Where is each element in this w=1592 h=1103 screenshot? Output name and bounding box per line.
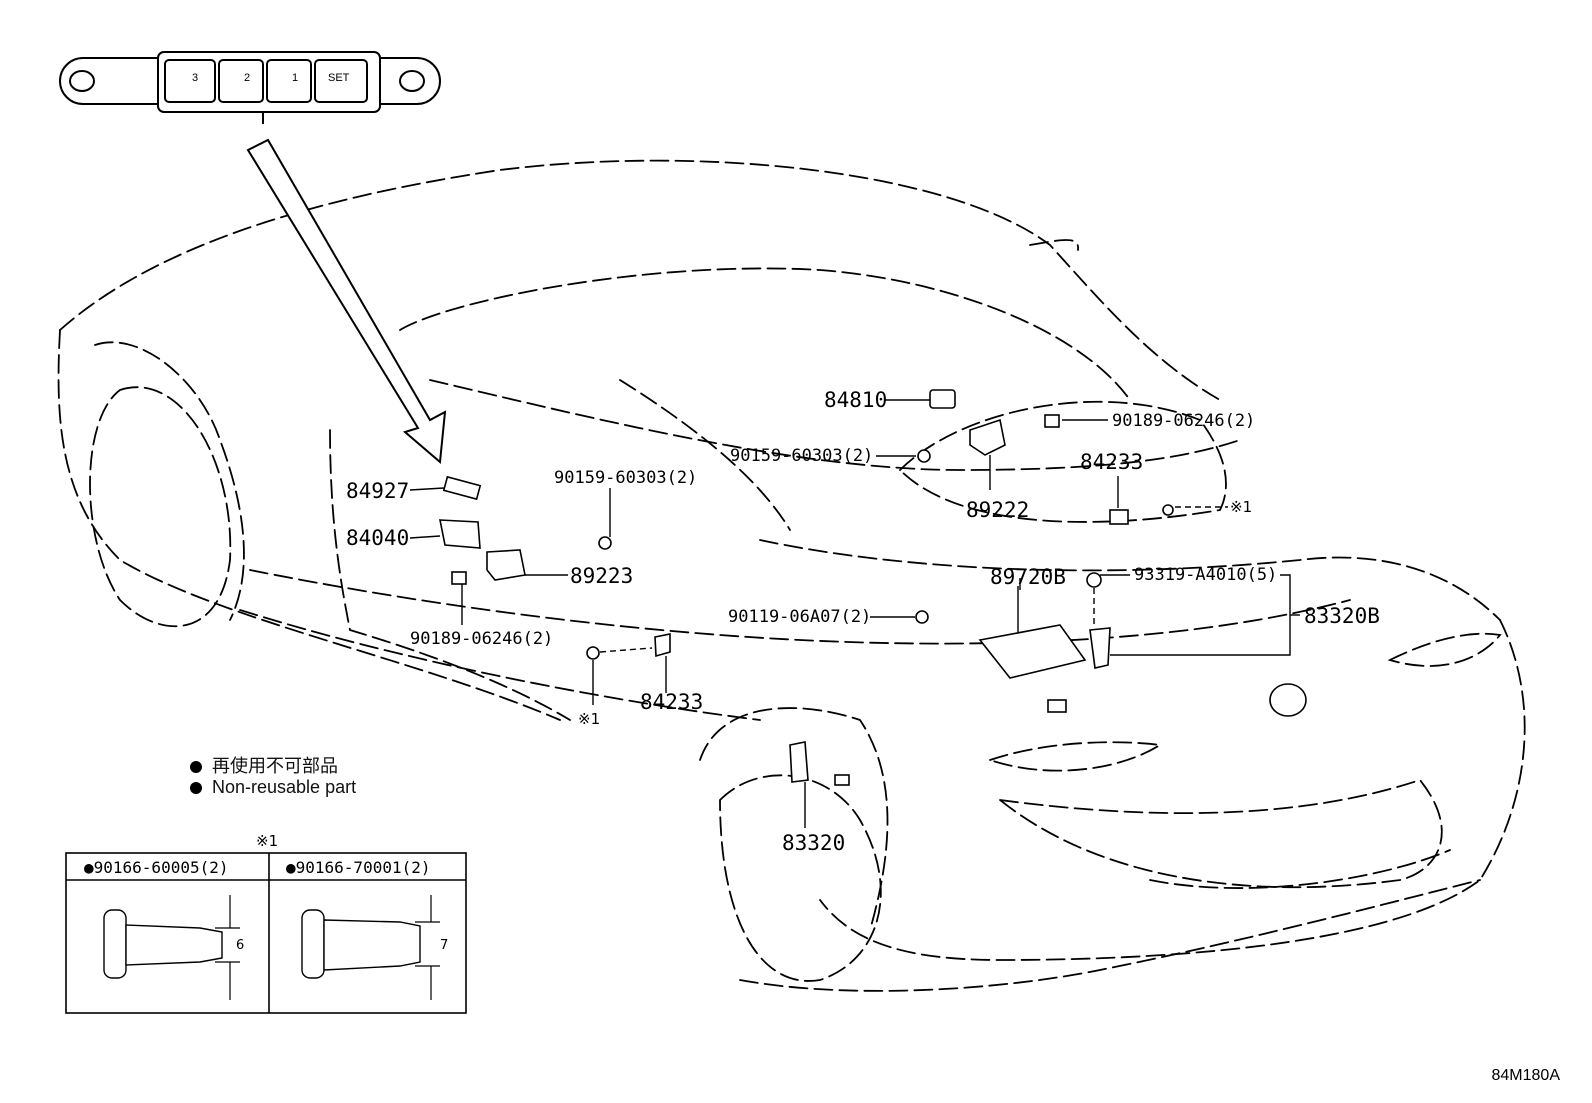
part-84040-icon <box>439 519 481 549</box>
emblem-icon <box>1269 683 1307 717</box>
car-left-wheel <box>89 386 232 628</box>
switch-label-set: SET <box>328 72 350 84</box>
callout-90119: 90119-06A07(2) <box>728 607 872 627</box>
location-arrow-icon <box>246 138 447 465</box>
legend-item-japanese: 再使用不可部品 <box>190 752 338 778</box>
callout-90189-left: 90189-06246(2) <box>410 629 554 649</box>
car-door <box>329 429 571 721</box>
car-left-side <box>57 329 561 721</box>
car-mid-line <box>249 569 1351 645</box>
screw-left-icon <box>598 536 612 550</box>
inset-part-70001: ●90166-70001(2) <box>286 858 431 877</box>
clip-83320-icon <box>834 774 850 786</box>
car-hood-line <box>429 379 1241 471</box>
bolt-lower-icon <box>586 646 600 660</box>
part-89222-icon <box>969 418 1006 456</box>
screw-60005-head-icon <box>103 909 127 979</box>
screw-70001-shank-icon <box>323 919 421 971</box>
screw-upper-icon <box>917 449 931 463</box>
clip-upper-icon <box>1044 414 1060 428</box>
bullet-icon <box>190 761 202 773</box>
memory-switch-icon <box>59 51 441 124</box>
ecu-89720B-icon <box>978 624 1087 679</box>
connector-upper-icon <box>1109 509 1129 525</box>
callout-84810: 84810 <box>824 388 888 412</box>
callout-84040: 84040 <box>346 526 410 550</box>
bolt-upper-icon <box>1162 504 1174 516</box>
screw-93319-icon <box>1086 572 1102 588</box>
inset-dimension-7: 7 <box>440 938 449 953</box>
car-left-wheel-arch <box>94 341 245 621</box>
car-rear-end <box>819 619 1526 961</box>
callout-mark-left: ※1 <box>578 710 601 728</box>
car-tail-light-right <box>1387 632 1502 667</box>
car-roof-outline <box>59 159 1221 401</box>
switch-label-1: 1 <box>292 72 299 84</box>
part-84810-icon <box>929 389 956 409</box>
callout-89222: 89222 <box>966 498 1030 522</box>
sensor-83320B-icon <box>1089 627 1111 669</box>
car-rear-bumper <box>996 778 1443 889</box>
callout-90159-upper: 90159-60303(2) <box>730 446 874 466</box>
inset-part-60005: ●90166-60005(2) <box>84 858 229 877</box>
callout-93319: 93319-A4010(5) <box>1134 565 1278 585</box>
car-window-line <box>619 379 791 531</box>
switch-label-2: 2 <box>244 72 251 84</box>
callout-90189-upper: 90189-06246(2) <box>1112 411 1256 431</box>
callout-84927: 84927 <box>346 479 410 503</box>
callout-89223: 89223 <box>570 564 634 588</box>
bullet-icon <box>190 782 202 794</box>
callout-84233-lower: 84233 <box>640 690 704 714</box>
legend-item-english: Non-reusable part <box>190 777 356 798</box>
reference-code: 84M180A <box>1491 1067 1561 1084</box>
callout-89720B: 89720B <box>990 565 1066 589</box>
inset-heading: ※1 <box>256 832 279 850</box>
callout-mark-right: ※1 <box>1230 498 1253 516</box>
car-right-wheel <box>719 774 882 982</box>
car-sill <box>239 609 761 721</box>
car-tail-light-left <box>987 741 1163 772</box>
connector-lower-icon <box>654 633 671 658</box>
part-89223-icon <box>486 549 526 581</box>
screw-70001-head-icon <box>301 909 325 979</box>
callout-83320: 83320 <box>782 831 846 855</box>
car-rear-window <box>898 400 1227 523</box>
switch-label-3: 3 <box>192 72 199 84</box>
car-right-wheel-arch <box>699 707 889 931</box>
car-rear-deck <box>759 539 1501 621</box>
sensor-83320-icon <box>789 741 809 783</box>
clip-ecu-icon <box>1047 699 1067 713</box>
part-84927-icon <box>442 475 482 501</box>
car-diffuser <box>1149 849 1451 889</box>
callout-83320B: 83320B <box>1304 604 1380 628</box>
screw-60005-shank-icon <box>125 924 223 966</box>
car-windshield <box>399 267 1131 401</box>
car-lower-body <box>739 879 1481 992</box>
inset-dimension-6: 6 <box>236 938 245 953</box>
callout-90159-left: 90159-60303(2) <box>554 468 698 488</box>
car-spoiler <box>1029 239 1079 251</box>
inset-table <box>65 852 467 1014</box>
clip-left-icon <box>451 571 467 585</box>
bolt-90119-icon <box>915 610 929 624</box>
callout-84233-upper: 84233 <box>1080 450 1144 474</box>
